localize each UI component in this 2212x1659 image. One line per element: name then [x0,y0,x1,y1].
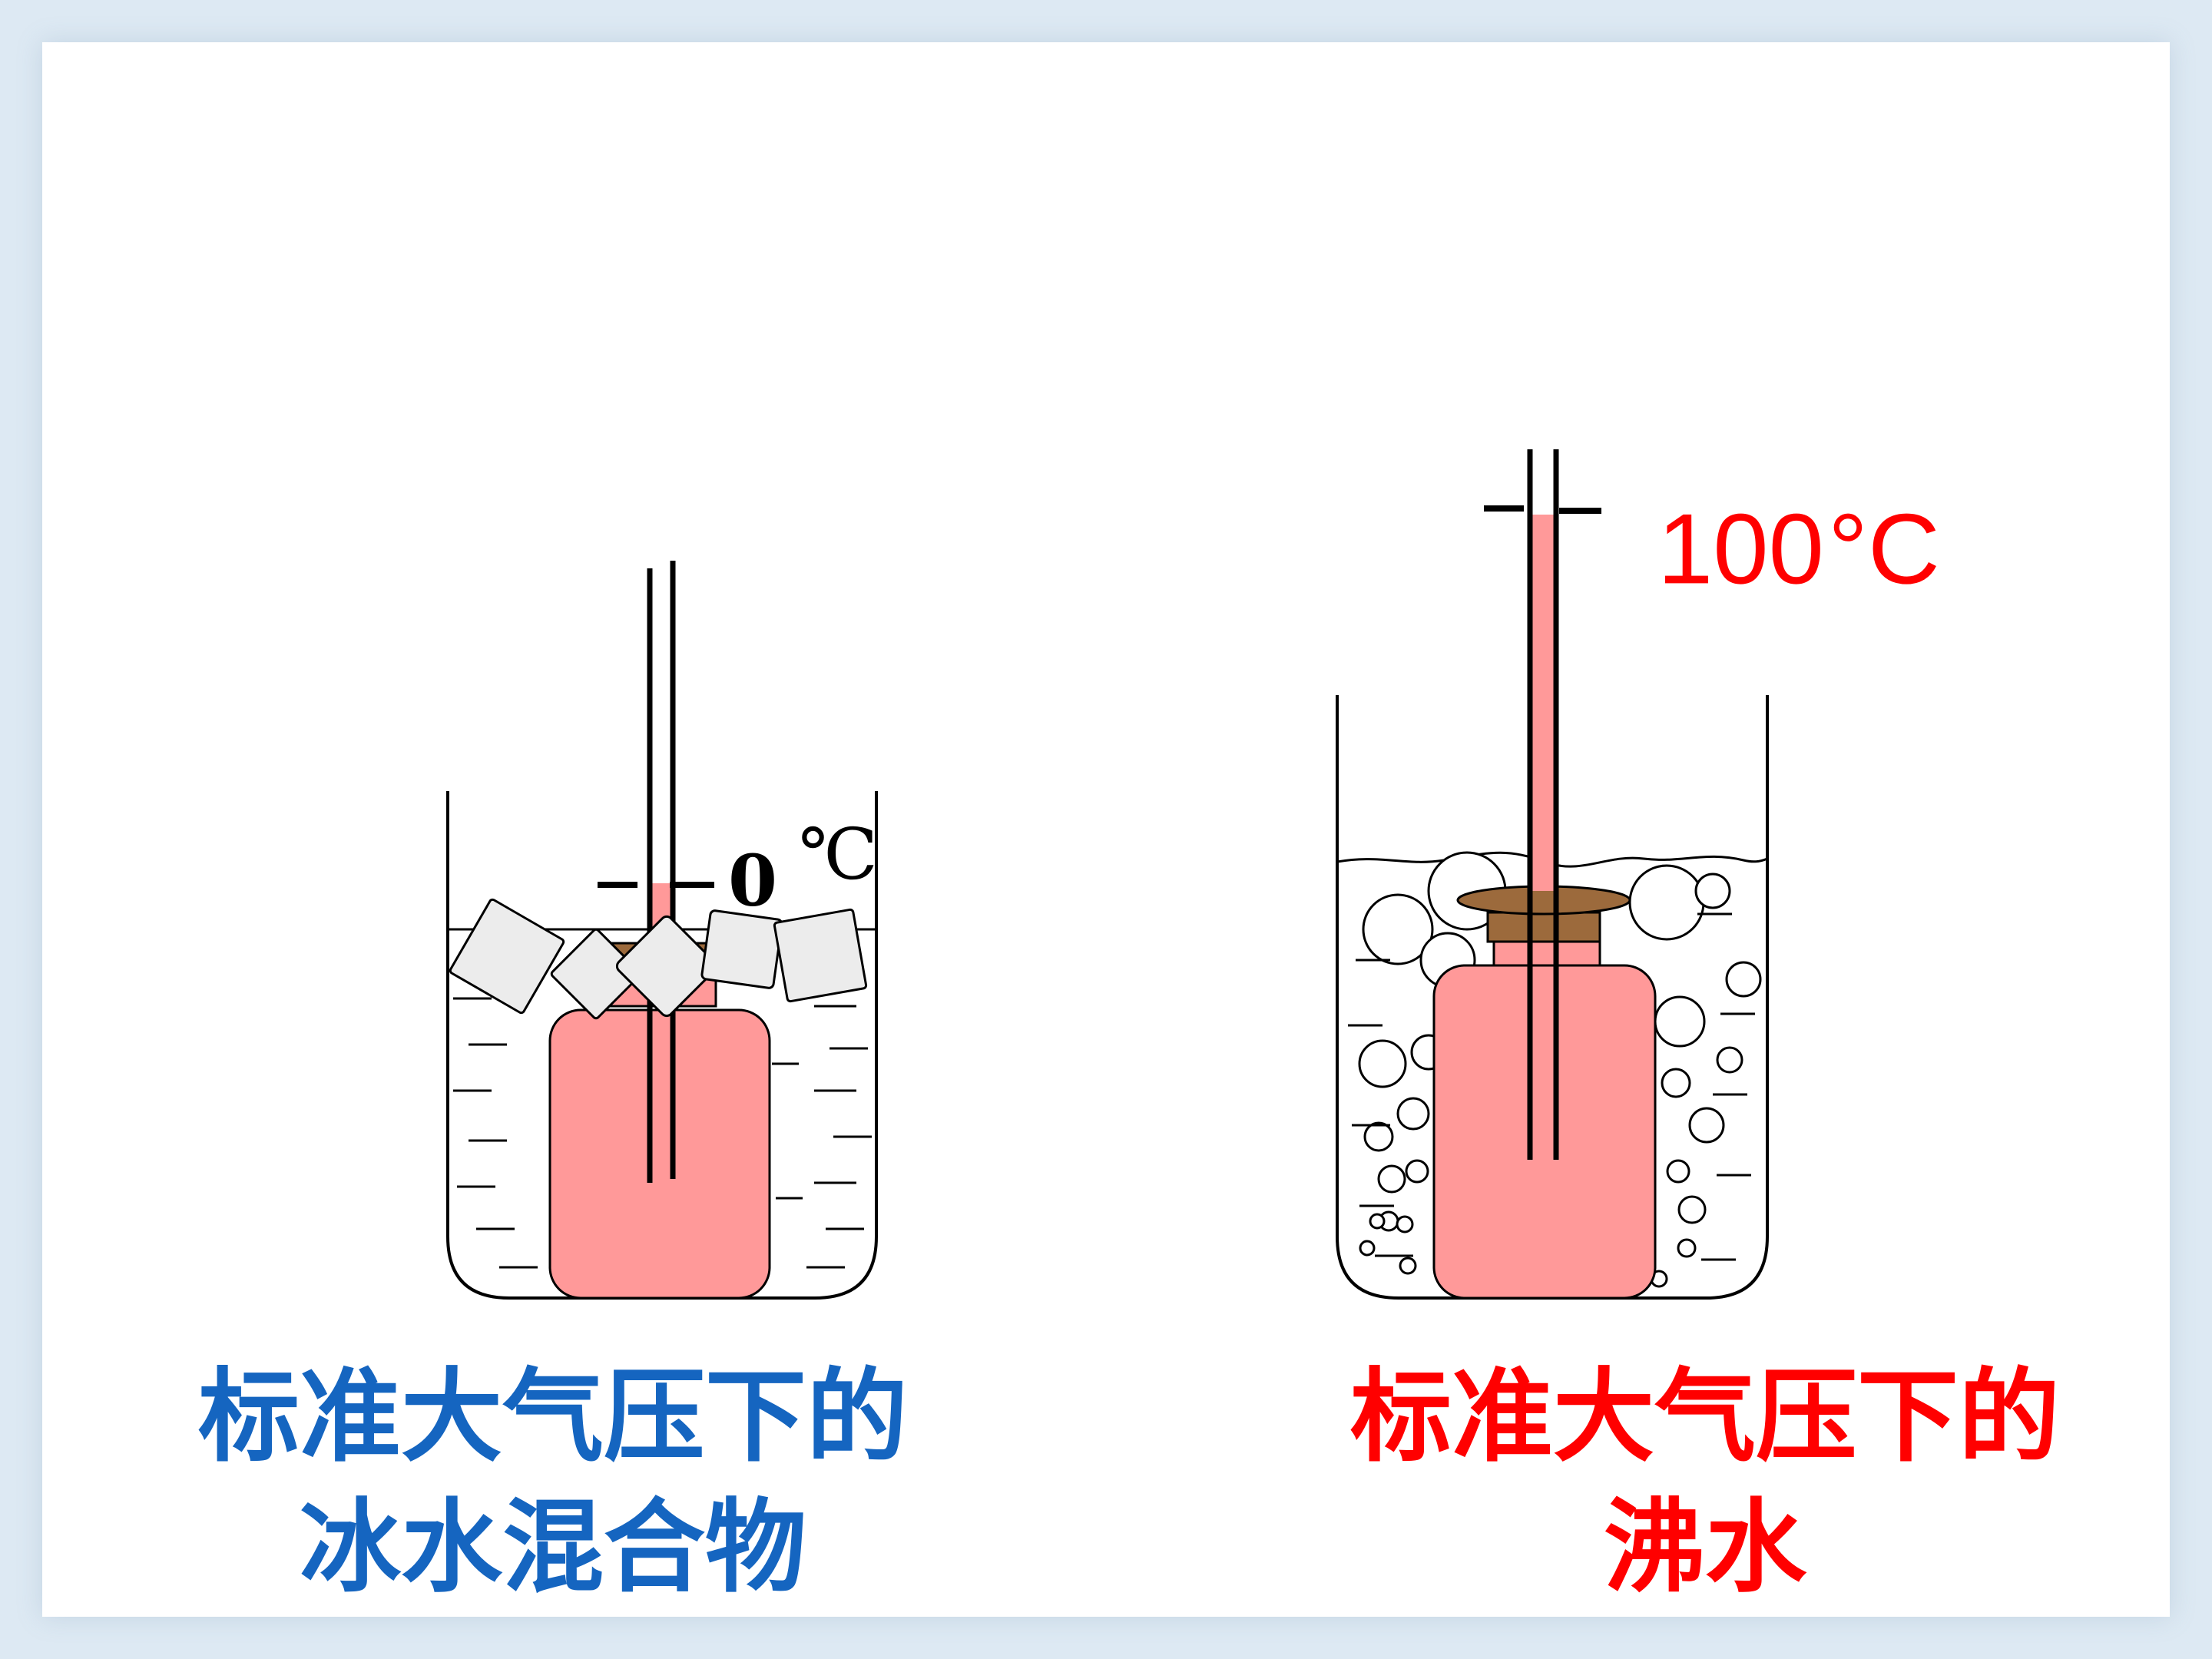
ice-cube [615,915,718,1018]
slide-background [42,42,2170,1617]
right-apparatus: 100 °C [1336,449,1940,1300]
left-flask-body [548,1008,771,1300]
left-caption: 标准大气压下的 冰水混合物 [123,1352,983,1613]
ice-cube [700,909,783,989]
right-thermometer [1484,449,1601,1160]
left-water-dashes [453,951,872,1269]
right-caption-line2: 沸水 [1604,1488,1806,1607]
right-temp-unit: °C [1828,492,1940,604]
right-bubbles [1358,851,1762,1288]
left-thermometer [598,561,714,1183]
left-temp-value: 0 [728,839,777,922]
right-water [1337,851,1767,1288]
left-caption-line1: 标准大气压下的 [198,1358,908,1476]
ice-cube [449,898,565,1015]
right-water-surface [1337,851,1767,868]
right-flask-stopper [1486,911,1601,943]
left-apparatus: 0 ℃ [446,561,878,1300]
left-ice-cubes [449,898,868,1020]
ice-cube [550,928,642,1020]
left-caption-line2: 冰水混合物 [300,1488,806,1607]
right-caption: 标准大气压下的 沸水 [1275,1352,2135,1613]
right-thermometer-liquid [1530,515,1556,891]
ice-cube [773,908,868,1003]
left-temp-unit: ℃ [799,813,878,896]
right-flask-body [1432,964,1657,1300]
right-temp-value: 100 [1657,492,1824,604]
right-water-dashes [1348,912,1755,1261]
right-caption-line1: 标准大气压下的 [1350,1358,2060,1476]
